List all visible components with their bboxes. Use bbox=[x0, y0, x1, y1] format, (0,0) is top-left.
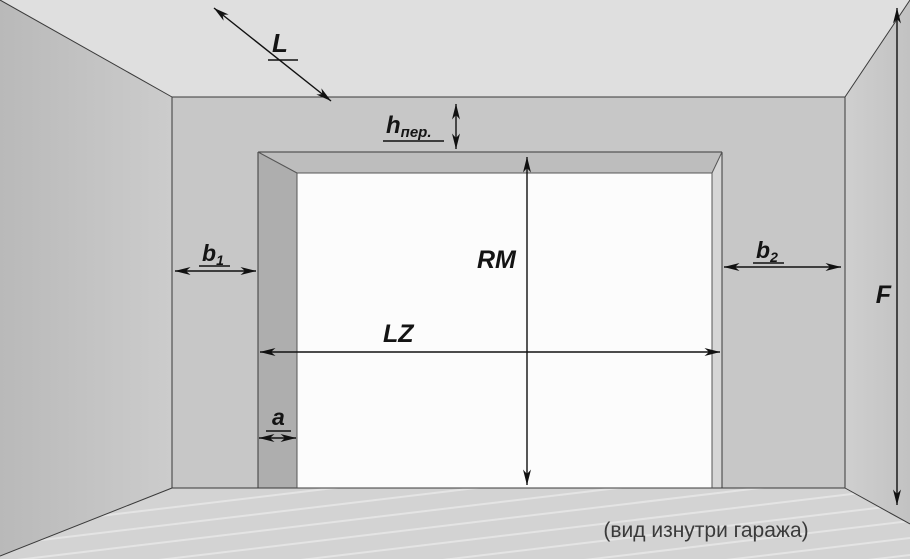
pier-right-label: b2 bbox=[756, 237, 778, 265]
lintel-main: h bbox=[386, 112, 401, 139]
view-caption: (вид изнутри гаража) bbox=[603, 519, 808, 542]
floor-planks bbox=[0, 488, 910, 559]
ceiling-left-diagonal-edge bbox=[0, 0, 173, 98]
pier-left-main: b bbox=[202, 240, 216, 266]
pier-left-sub: 1 bbox=[216, 252, 224, 268]
lintel-face bbox=[258, 152, 722, 173]
opening-width-label: LZ bbox=[383, 320, 415, 348]
lintel-height-label: hпер. bbox=[386, 112, 432, 141]
depth-label: L bbox=[272, 28, 288, 58]
right-jamb-face bbox=[712, 152, 722, 488]
pier-left-label: b1 bbox=[202, 240, 224, 268]
pier-right-main: b bbox=[756, 237, 770, 263]
door-opening bbox=[297, 173, 712, 488]
opening-corner-left-edge bbox=[257, 151, 298, 174]
garage-height-label: F bbox=[876, 281, 892, 309]
pier-right-sub: 2 bbox=[769, 249, 778, 265]
floor-left-diagonal-edge bbox=[0, 487, 173, 557]
left-jamb-face bbox=[258, 152, 297, 488]
opening-edges bbox=[257, 151, 723, 488]
dimension-arrows bbox=[174, 7, 901, 506]
floor-right-diagonal-edge bbox=[844, 487, 910, 525]
left-wall-surface bbox=[0, 0, 172, 556]
lintel-sub: пер. bbox=[401, 124, 432, 141]
opening-corner-right-edge bbox=[711, 151, 723, 174]
floor-plank-lines bbox=[0, 488, 910, 559]
depth-arrow bbox=[213, 7, 332, 102]
opening-height-label: RM bbox=[477, 246, 517, 274]
wall-thickness-label: a bbox=[272, 404, 285, 430]
